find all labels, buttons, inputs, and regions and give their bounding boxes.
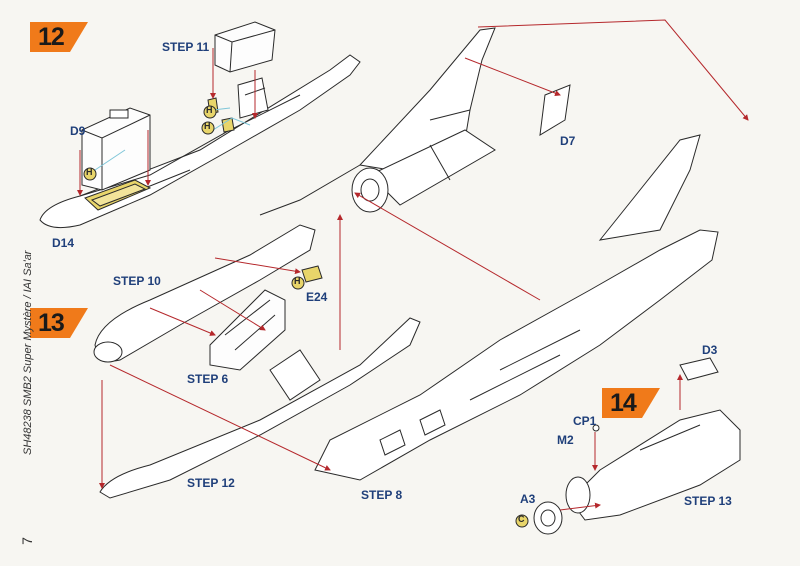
forward-fuselage-upper [93,224,316,363]
h-marker-13 [291,276,305,290]
badge-shape [30,308,88,338]
part-a3 [533,501,563,535]
cockpit-tub [209,289,286,371]
label-e24: E24 [306,290,328,304]
step-badge-12: 12 [30,22,88,52]
badge-shape [602,388,660,418]
part-d3 [679,357,719,381]
part-d7 [539,84,571,136]
c-marker-14 [515,514,529,528]
part-cp1-m2 [592,424,600,432]
label-cp1: CP1 [573,414,597,428]
step-number-12: 12 [38,23,65,51]
marker-h-2: H [204,121,211,131]
main-fuselage [314,134,719,481]
label-step12: STEP 12 [187,476,235,490]
label-step8: STEP 8 [361,488,403,502]
step-badge-13: 13 [30,308,88,338]
label-step6: STEP 6 [187,372,229,386]
label-d9: D9 [70,124,86,138]
label-step10: STEP 10 [113,274,161,288]
label-m2: M2 [557,433,574,447]
label-d3: D3 [702,343,718,357]
part-e24 [301,265,323,283]
badge-shape [30,22,88,52]
marker-h-4: H [294,276,301,286]
label-step11: STEP 11 [162,40,210,54]
side-caption: SH48238 SMB2 Super Mystère / IAI Sa'ar [22,250,34,455]
part-d14 [84,179,152,211]
marker-c: C [518,514,525,524]
label-a3: A3 [520,492,536,506]
forward-fuselage-lower [99,317,421,499]
step-number-13: 13 [38,309,65,337]
label-d14: D14 [52,236,75,250]
assembly-arrows [77,19,749,511]
label-d7: D7 [560,134,576,148]
engine-tube [351,129,496,213]
page-number: 7 [18,537,35,545]
h-markers-12 [83,105,217,181]
nose-section [565,409,741,521]
part-step11-frame [214,21,276,119]
step-badge-14: 14 [602,388,660,418]
marker-h-3: H [206,105,213,115]
marker-h-1: H [86,167,93,177]
part-d9 [81,107,151,191]
step-number-14: 14 [610,389,637,417]
label-step13: STEP 13 [684,494,732,508]
